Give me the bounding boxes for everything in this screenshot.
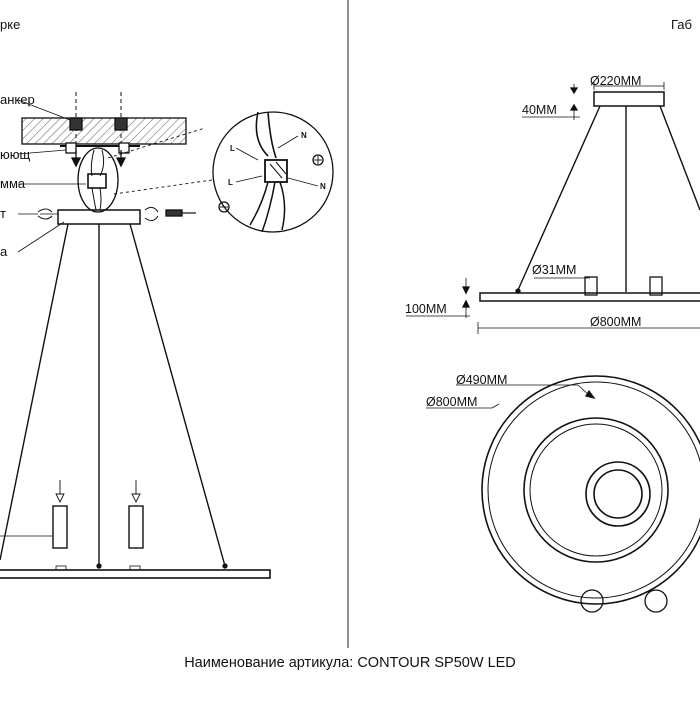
right-heading: Габ [671, 17, 692, 32]
plan-inner-ring [523, 417, 669, 563]
right-ring-side [479, 292, 700, 302]
plan-canopy-inner [593, 469, 643, 519]
detail-terminal-block [264, 159, 288, 183]
installation-view [0, 92, 271, 579]
ground-icon-bottom [218, 201, 230, 213]
detail-label-n-bottom: N [320, 182, 326, 191]
screwdriver-icon [165, 209, 183, 217]
plan-canopy-outer [585, 461, 651, 527]
cable-right [129, 223, 226, 567]
detail-label-l-top: L [230, 144, 235, 153]
right-led-left [584, 276, 598, 296]
canopy-diameter-label: Ø220MM [590, 74, 642, 88]
anchor-label: анкер [0, 92, 35, 107]
ring-diameter-label: Ø800MM [590, 315, 642, 329]
ground-icon-top [312, 154, 324, 166]
right-canopy [593, 91, 665, 107]
anchor-right [114, 117, 128, 131]
screw-label: т [0, 206, 6, 221]
plan-led-right [644, 589, 668, 613]
ring-side-view [0, 569, 271, 579]
anchor-left [69, 117, 83, 131]
plan-outer-ring [481, 375, 700, 605]
plan-led-left [580, 589, 604, 613]
wiring-detail-circle [212, 111, 334, 233]
plan-outer-ring-inner [487, 381, 700, 599]
base-label: а [0, 244, 8, 259]
right-led-right [649, 276, 663, 296]
ring-height-label: 100MM [405, 302, 447, 316]
article-name: Наименование артикула: CONTOUR SP50W LED [184, 655, 516, 671]
plan-inner-ring-inner [529, 423, 663, 557]
led-diameter-label: Ø31MM [532, 263, 577, 277]
left-heading: рке [0, 17, 21, 32]
outer-ring-label: Ø800MM [426, 395, 478, 409]
ceiling-hatch [21, 117, 187, 145]
detail-label-l-bottom: L [228, 178, 233, 187]
screw-right-icon [144, 206, 159, 222]
cable-left [0, 223, 69, 561]
inner-ring-label: Ø490MM [456, 373, 508, 387]
led-module-right [128, 505, 144, 549]
canopy-height-label: 40MM [522, 103, 557, 117]
terminal-label: мма [0, 176, 26, 191]
dimension-view [406, 82, 700, 613]
wiring-detail [212, 111, 334, 233]
terminal-callout-ellipse [77, 147, 119, 213]
led-module-left [52, 505, 68, 549]
detail-label-n-top: N [301, 131, 307, 140]
terminal-block [87, 173, 107, 189]
screw-left-icon [37, 208, 53, 220]
hook-label: юющ [0, 147, 31, 162]
